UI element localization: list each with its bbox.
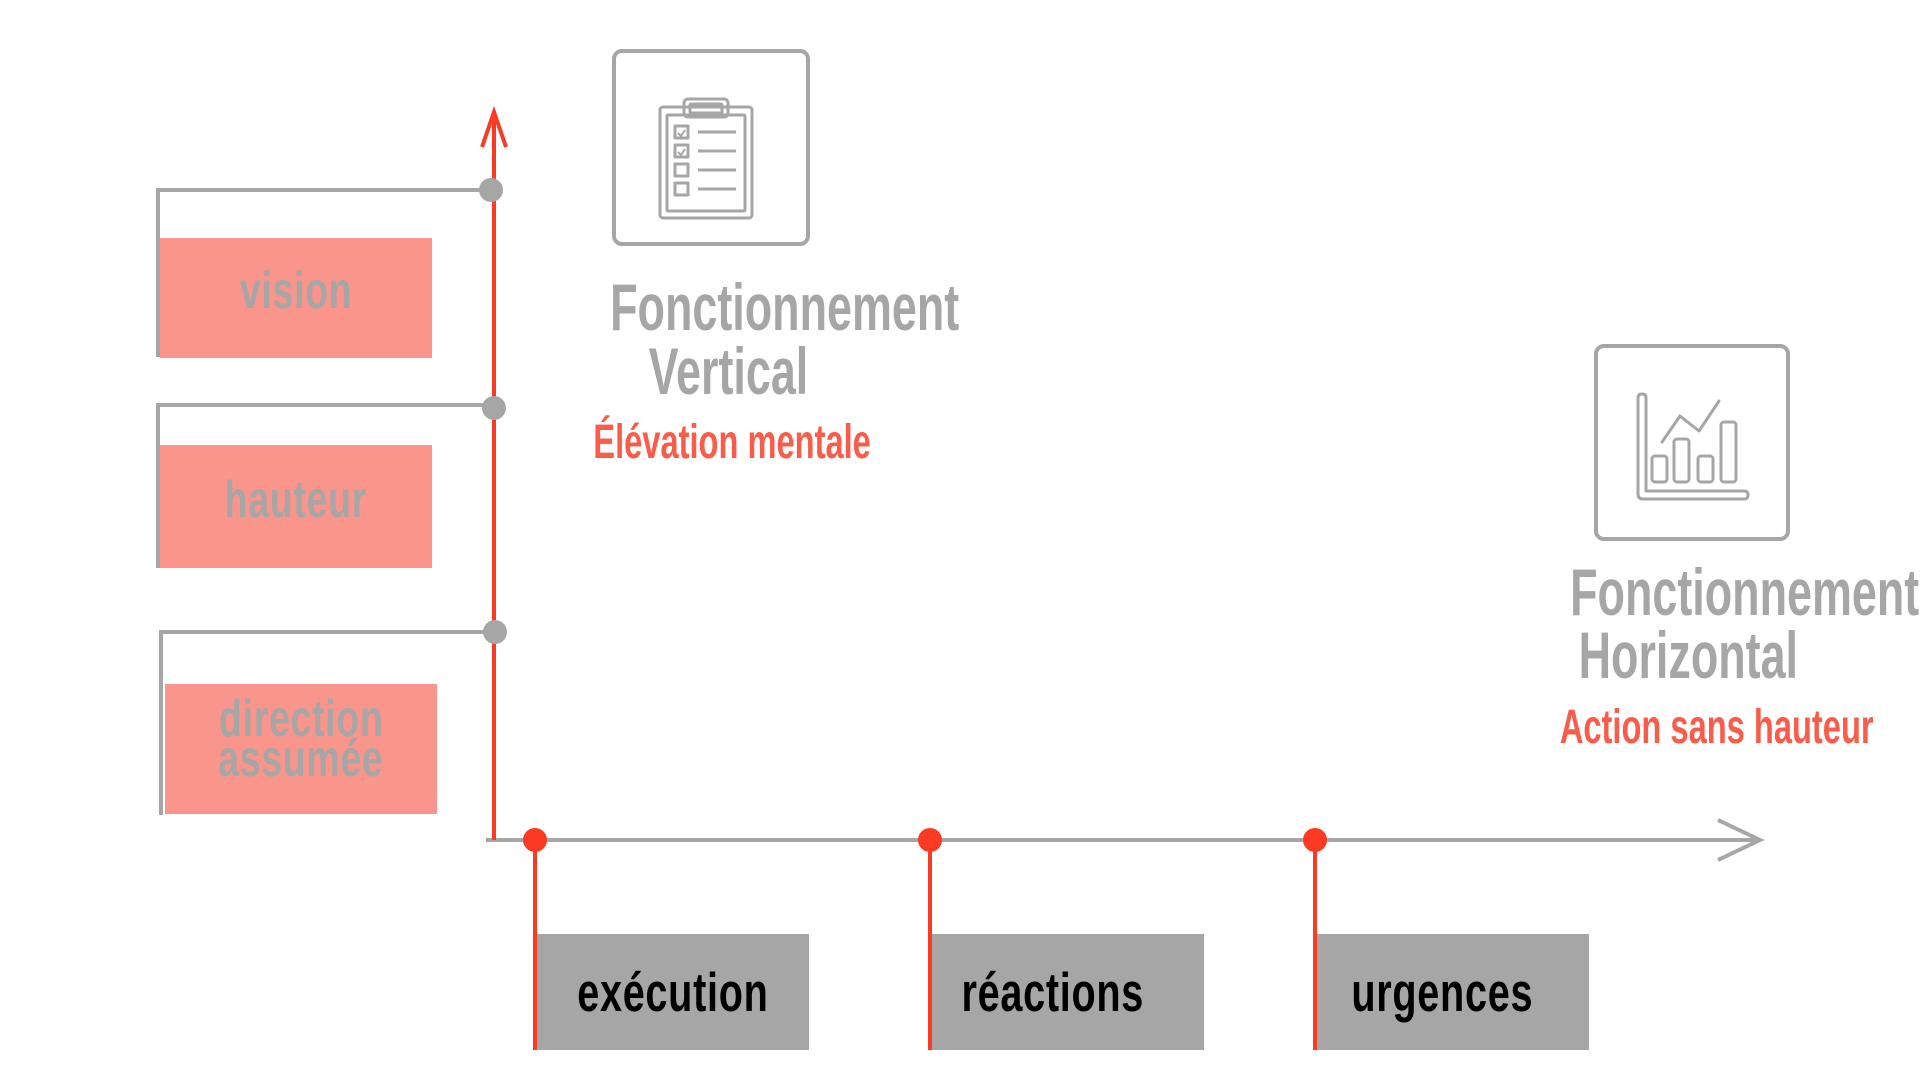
vertical-subtitle: Élévation mentale: [528, 418, 928, 468]
level-connector-vision: [156, 188, 483, 357]
level-label-hauteur: hauteur: [224, 470, 368, 529]
bar-line-chart-icon: [1636, 392, 1750, 501]
vertical-axis-arrowhead: [480, 105, 508, 148]
vertical-title-line2-text: Vertical: [648, 334, 808, 408]
item-label-reactions: réactions: [961, 961, 1145, 1023]
level-label-direction-line1: direction: [218, 690, 384, 748]
level-label-direction-line2: assumée: [218, 730, 384, 788]
level-dot-hauteur: [482, 396, 506, 420]
level-connector-hauteur: [156, 403, 486, 568]
item-dot-execution: [523, 828, 547, 852]
horizontal-title-line2: Horizontal: [1488, 618, 1888, 692]
vertical-title-line1: Fonctionnement: [528, 274, 959, 340]
level-dot-vision: [479, 178, 503, 202]
vertical-subtitle-text: Élévation mentale: [593, 416, 871, 469]
horizontal-subtitle: Action sans hauteur: [1486, 703, 1886, 753]
horizontal-icon-card: [1594, 344, 1790, 541]
level-box-hauteur: hauteur: [160, 445, 432, 568]
item-box-execution: exécution: [537, 934, 809, 1050]
item-label-urgences: urgences: [1351, 961, 1533, 1023]
horizontal-title-line1: Fonctionnement: [1488, 559, 1919, 625]
level-label-vision: vision: [239, 262, 353, 320]
vertical-title-line2: Vertical: [528, 334, 928, 408]
item-label-execution: exécution: [577, 961, 769, 1023]
horizontal-title-line2-text: Horizontal: [1578, 618, 1798, 692]
vertical-icon-card: [612, 49, 810, 246]
horizontal-subtitle-text: Action sans hauteur: [1559, 701, 1874, 754]
horizontal-title-line1-text: Fonctionnement: [1570, 555, 1920, 629]
level-dot-direction: [483, 620, 507, 644]
item-dot-reactions: [918, 828, 942, 852]
level-box-vision: vision: [160, 238, 432, 358]
clipboard-checklist-icon: [658, 97, 754, 220]
level-box-direction: direction assumée: [165, 684, 437, 814]
vertical-title-line1-text: Fonctionnement: [610, 270, 960, 344]
item-box-urgences: urgences: [1317, 934, 1589, 1050]
item-dot-urgences: [1303, 828, 1327, 852]
item-box-reactions: réactions: [932, 934, 1204, 1050]
horizontal-axis-arrowhead: [1717, 818, 1765, 862]
level-connector-direction: [159, 630, 487, 815]
